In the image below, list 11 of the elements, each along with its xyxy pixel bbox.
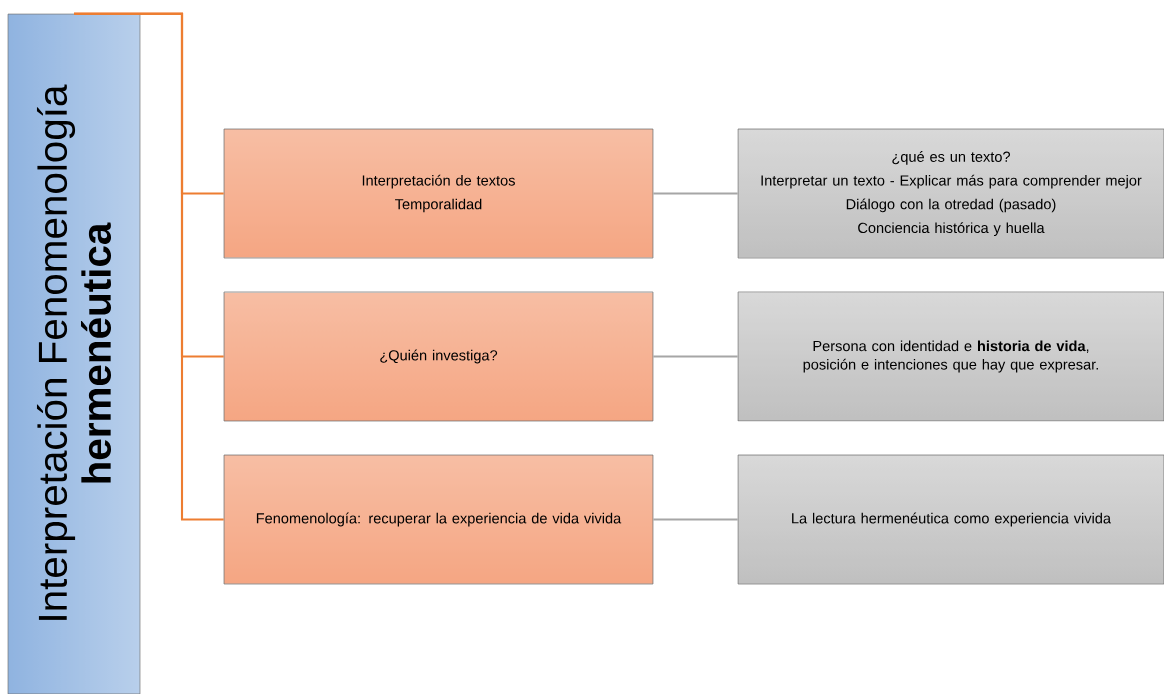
topic-box: Interpretación de textos Temporalidad xyxy=(223,128,654,259)
connector-line xyxy=(653,355,738,358)
detail-box: ¿qué es un texto? Interpretar un texto - Explicar más para comprender mejor Diálogo con la otredad (pasado) Conciencia histórica y huella xyxy=(737,128,1164,259)
detail-box: La lectura hermenéutica como experiencia vivida xyxy=(737,454,1164,585)
detail-box: Persona con identidad e historia de vida, posición e intenciones que hay que expresar. xyxy=(737,291,1164,422)
connector-line xyxy=(653,518,738,521)
title-bar: Interpretación Fenomenología hermenéutica xyxy=(7,13,141,694)
topic-box: Fenomenología: recuperar la experiencia de vida vivida xyxy=(223,454,654,585)
connector-line xyxy=(653,192,738,195)
connector-line xyxy=(74,12,224,521)
topic-box: ¿Quién investiga? xyxy=(223,291,654,422)
